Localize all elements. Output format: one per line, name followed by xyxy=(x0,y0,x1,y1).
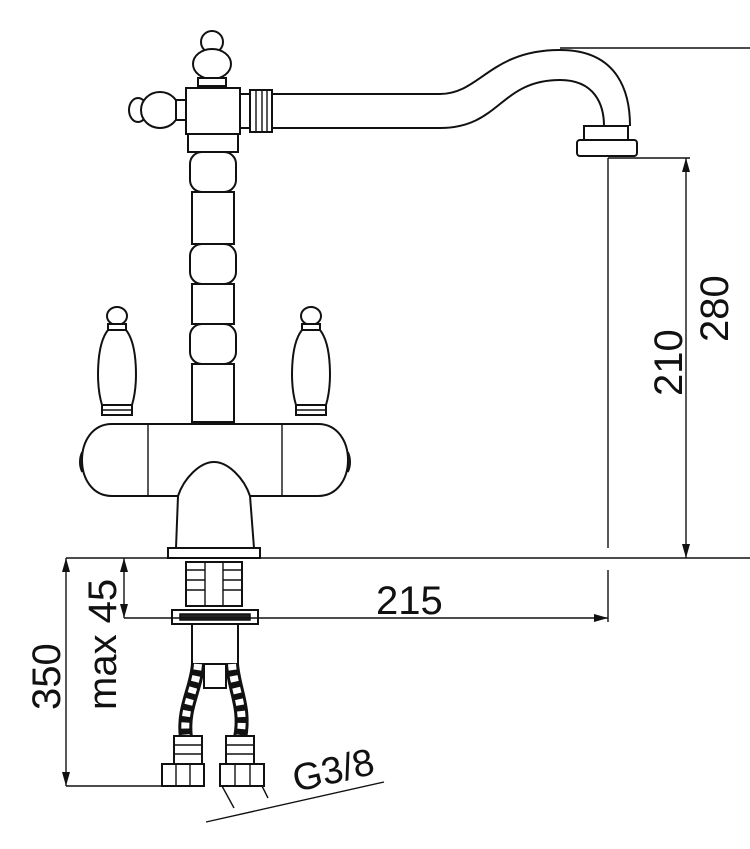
spout xyxy=(272,48,631,129)
dim-label-210: 210 xyxy=(647,329,691,396)
dim-label-350: 350 xyxy=(25,643,69,710)
faucet-outline xyxy=(79,30,638,559)
hose-nut-left xyxy=(161,735,205,787)
mounting-assembly xyxy=(171,561,259,689)
top-finial xyxy=(192,30,232,87)
dim-label-max-45: max 45 xyxy=(81,579,125,710)
dim-label-215: 215 xyxy=(376,579,443,623)
base xyxy=(174,460,256,549)
flexible-hoses xyxy=(178,663,249,740)
dimension-lines xyxy=(62,47,750,823)
right-lever-handle xyxy=(291,306,331,416)
central-hub xyxy=(185,87,241,135)
aerator xyxy=(583,125,629,141)
column xyxy=(187,133,239,423)
hose-nut-right xyxy=(219,735,265,787)
side-knob xyxy=(128,91,187,129)
dim-label-thread: G3/8 xyxy=(289,741,379,800)
dim-label-280: 280 xyxy=(693,275,737,342)
left-lever-handle xyxy=(97,306,137,416)
